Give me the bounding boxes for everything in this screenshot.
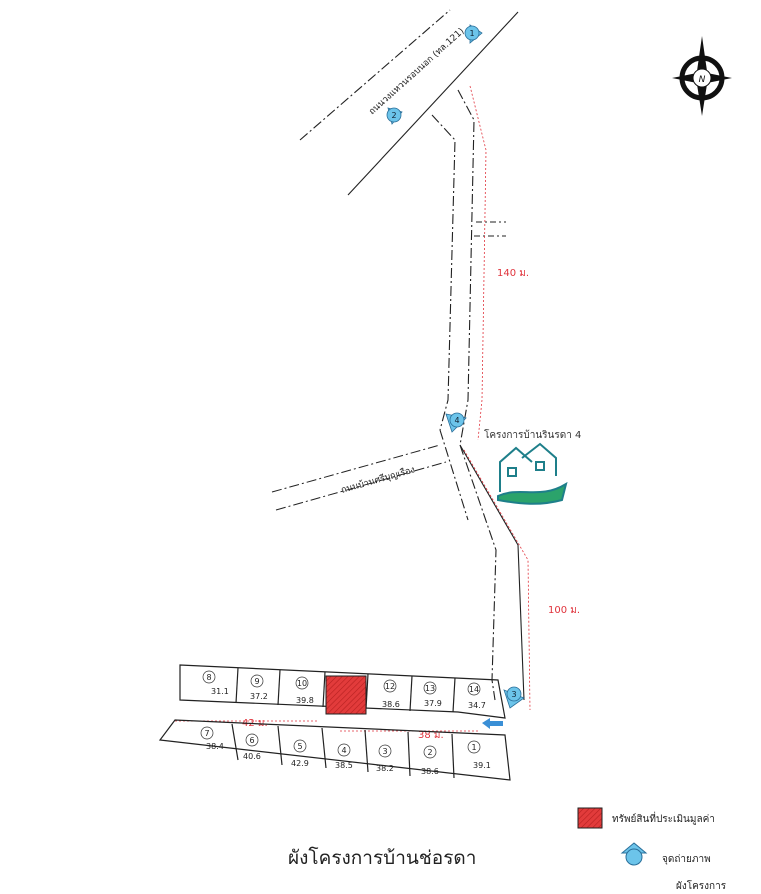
svg-text:13: 13 xyxy=(425,684,435,693)
photo-point-4: 4 xyxy=(445,412,467,433)
project-site xyxy=(158,664,511,781)
legend-subject-label: ทรัพย์สินที่ประเมินมูลค่า xyxy=(612,814,715,825)
photo-point-3: 3 xyxy=(503,686,525,709)
distance-100: 100 ม. xyxy=(548,605,580,616)
project-label: โครงการบ้านรินรดา 4 xyxy=(484,430,582,441)
project-logo-icon xyxy=(497,442,568,505)
map-title: ผังโครงการบ้านช่อรดา xyxy=(288,847,477,869)
svg-text:38.2: 38.2 xyxy=(376,764,394,773)
photo-point-1: 1 xyxy=(464,24,483,44)
svg-text:14: 14 xyxy=(469,685,479,694)
lots-bottom: 7 38.4 6 40.6 5 42.9 4 38.5 3 38.2 2 38.… xyxy=(200,726,491,776)
svg-text:31.1: 31.1 xyxy=(211,687,229,696)
main-road-label: ถนนวงแหวนรอบนอก (ทล.121) xyxy=(367,27,466,118)
svg-text:10: 10 xyxy=(297,679,307,688)
svg-text:2: 2 xyxy=(391,111,396,120)
svg-text:2: 2 xyxy=(427,748,432,757)
subject-lot xyxy=(325,675,367,715)
secondary-road-label: ถนนบ้านศรีบุญเรือง xyxy=(340,464,416,496)
legend-photo-label: จุดถ่ายภาพ xyxy=(662,854,711,865)
svg-text:37.2: 37.2 xyxy=(250,692,268,701)
secondary-road xyxy=(271,444,447,511)
svg-text:3: 3 xyxy=(511,690,516,699)
legend-layout-label: ผังโครงการ xyxy=(676,881,727,892)
svg-text:34.7: 34.7 xyxy=(468,701,486,710)
svg-text:42.9: 42.9 xyxy=(291,759,309,768)
svg-text:39.1: 39.1 xyxy=(473,761,491,770)
legend-photo-icon xyxy=(620,842,648,866)
svg-text:4: 4 xyxy=(341,746,346,755)
north-arrow-icon: N xyxy=(672,36,732,116)
svg-text:6: 6 xyxy=(249,736,254,745)
svg-text:3: 3 xyxy=(382,747,387,756)
svg-text:38.6: 38.6 xyxy=(421,767,439,776)
svg-text:37.9: 37.9 xyxy=(424,699,442,708)
svg-text:39.8: 39.8 xyxy=(296,696,314,705)
legend-subject-swatch xyxy=(577,807,603,829)
access-road xyxy=(431,89,525,701)
svg-text:1: 1 xyxy=(471,743,476,752)
svg-text:38.6: 38.6 xyxy=(382,700,400,709)
main-road xyxy=(299,9,519,196)
photo-point-2: 2 xyxy=(386,107,403,125)
svg-text:12: 12 xyxy=(385,682,395,691)
distance-140: 140 ม. xyxy=(497,268,529,279)
svg-text:N: N xyxy=(699,75,706,85)
svg-text:40.6: 40.6 xyxy=(243,752,261,761)
svg-text:8: 8 xyxy=(206,673,211,682)
svg-text:7: 7 xyxy=(204,729,209,738)
svg-text:5: 5 xyxy=(297,742,302,751)
distance-38: 38 ม. xyxy=(418,730,444,741)
svg-text:1: 1 xyxy=(469,29,474,38)
lots-top: 8 31.1 9 37.2 10 39.8 12 38.6 13 37.9 14… xyxy=(202,670,486,710)
svg-text:4: 4 xyxy=(454,416,459,425)
entrance-arrow-icon xyxy=(482,718,503,729)
svg-text:38.5: 38.5 xyxy=(335,761,353,770)
svg-text:38.4: 38.4 xyxy=(206,742,224,751)
svg-text:9: 9 xyxy=(254,677,259,686)
